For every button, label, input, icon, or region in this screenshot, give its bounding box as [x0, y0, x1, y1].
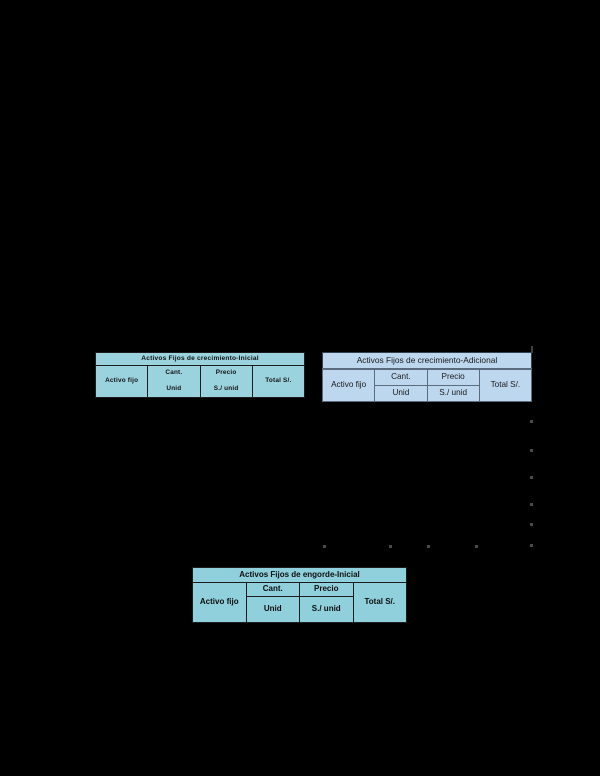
row-marker [530, 503, 533, 506]
table-title: Activos Fijos de crecimiento-Inicial [95, 352, 305, 366]
table-title: Activos Fijos de crecimiento-Adicional [322, 352, 532, 370]
row-marker [530, 476, 533, 479]
table-title-row: Activos Fijos de engorde-Inicial [192, 567, 407, 583]
table-header-row-2: Unid S./ unid [323, 384, 532, 402]
row-marker [530, 420, 533, 423]
column-header-precio: Precio [299, 582, 353, 597]
table-activos-fijos-crecimiento-adicional: Activos Fijos de crecimiento-Adicional A… [321, 352, 533, 402]
row-marker [531, 346, 533, 353]
column-subheader-unidad: Unid [147, 381, 200, 398]
column-header-total: Total S/. [478, 368, 533, 402]
row-marker [530, 449, 533, 452]
row-marker [530, 544, 533, 547]
column-subheader-precio-unidad: S./ unid [199, 381, 253, 398]
column-subheader-precio-unidad: S./ unid [299, 596, 353, 623]
column-header-activo-fijo: Activo fijo [192, 582, 246, 623]
column-header-precio: Precio [426, 368, 480, 386]
column-header-total: Total S/. [352, 582, 407, 623]
column-header-cantidad: Cant. [374, 368, 428, 386]
column-header-cantidad: Cant. [245, 582, 300, 597]
column-header-precio: Precio [199, 365, 253, 382]
column-header-activo-fijo: Activo fijo [321, 368, 376, 402]
column-subheader-unidad: Unid [245, 596, 300, 623]
table-title: Activos Fijos de engorde-Inicial [192, 567, 407, 583]
table-activos-fijos-engorde-inicial: Activos Fijos de engorde-Inicial Activo … [192, 567, 407, 623]
table-title-row: Activos Fijos de crecimiento-Adicional [322, 352, 532, 370]
column-header-total: Total S/. [251, 365, 305, 398]
table-header-row-1: Activo fijo Cant. Precio Total S/. [192, 582, 407, 623]
table-title-row: Activos Fijos de crecimiento-Inicial [95, 352, 305, 366]
column-subheader-precio-unidad: S./ unid [426, 384, 480, 402]
column-subheader-unidad: Unid [374, 384, 428, 402]
table-header-row-1: Activo fijo Cant. Precio Total S/. [95, 365, 305, 398]
row-marker [323, 545, 326, 548]
table-activos-fijos-crecimiento-inicial: Activos Fijos de crecimiento-Inicial Act… [95, 352, 305, 398]
column-header-activo-fijo: Activo fijo [95, 365, 148, 398]
row-marker [427, 545, 430, 548]
row-marker [389, 545, 392, 548]
table-header-row-2: Unid S./ unid [96, 381, 305, 398]
table-header-row-1: Activo fijo Cant. Precio Total S/. [321, 368, 533, 402]
table-header-row-2: Unid S./ unid [193, 596, 407, 623]
row-marker [475, 545, 478, 548]
column-header-cantidad: Cant. [147, 365, 200, 382]
row-marker [530, 523, 533, 526]
